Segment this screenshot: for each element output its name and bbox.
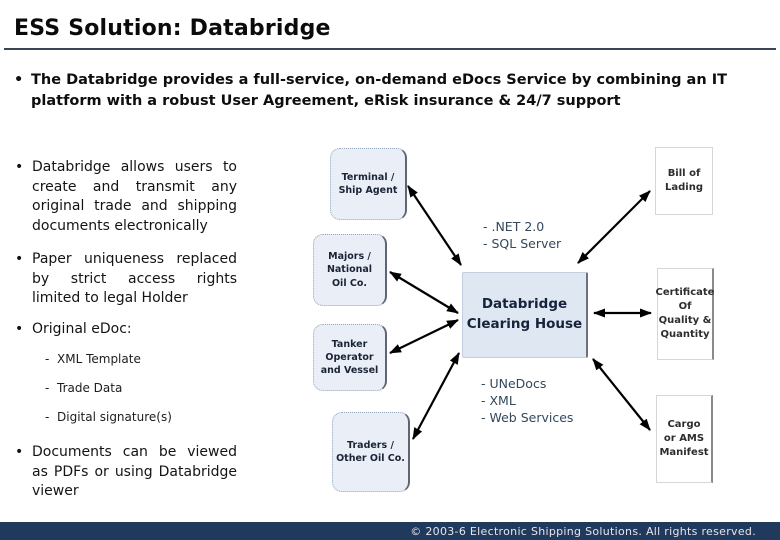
- node-terminal-ship-agent: Terminal / Ship Agent: [330, 148, 407, 220]
- arrow-hub-cargo-manifest: [592, 358, 651, 431]
- node-cargo-ams-manifest: Cargo or AMS Manifest: [656, 395, 713, 483]
- intro-bullet-text: The Databridge provides a full-service, …: [31, 72, 727, 109]
- title-rule: [4, 48, 776, 50]
- bullet-viewed-as-pdfs: • Documents can be viewed as PDFs or usi…: [15, 443, 237, 502]
- bullet-marker: •: [15, 444, 24, 460]
- arrow-majors-hub: [389, 271, 459, 314]
- bullet-marker: •: [15, 159, 24, 175]
- bullet-original-edoc: • Original eDoc:: [15, 320, 237, 340]
- bullet-text: Paper uniqueness replaced by strict acce…: [32, 251, 237, 306]
- bullet-marker: •: [15, 321, 24, 337]
- sub-bullet-text: XML Template: [57, 352, 141, 366]
- dash-marker: -: [45, 410, 50, 424]
- intro-bullet: • The Databridge provides a full-service…: [14, 70, 759, 112]
- sub-bullet-trade-data: - Trade Data: [45, 381, 122, 395]
- node-databridge-clearing-house: Databridge Clearing House: [462, 272, 588, 358]
- bullet-text: Databridge allows users to create and tr…: [32, 159, 237, 234]
- bullet-marker: •: [15, 251, 24, 267]
- dash-marker: -: [45, 352, 50, 366]
- copyright-text: © 2003-6 Electronic Shipping Solutions. …: [410, 524, 756, 538]
- node-traders-other-oil-co: Traders / Other Oil Co.: [332, 412, 410, 492]
- arrow-hub-bill-of-lading: [577, 190, 651, 264]
- node-certificate-quality-quantity: Certificate Of Quality & Quantity: [656, 268, 714, 360]
- arrow-hub-tanker: [389, 319, 459, 354]
- arrow-terminal-hub: [407, 185, 462, 266]
- bullet-text: Original eDoc:: [32, 321, 132, 337]
- bullet-paper-uniqueness: • Paper uniqueness replaced by strict ac…: [15, 250, 237, 309]
- bullet-text: Documents can be viewed as PDFs or using…: [32, 444, 237, 499]
- node-majors-national-oil-co: Majors / National Oil Co.: [313, 234, 387, 306]
- sub-bullet-digital-signature: - Digital signature(s): [45, 410, 172, 424]
- sub-bullet-text: Digital signature(s): [57, 410, 172, 424]
- note-unedocs-xml-webservices: - UNeDocs - XML - Web Services: [481, 376, 574, 425]
- note-dotnet-sql: - .NET 2.0 - SQL Server: [483, 219, 562, 251]
- dash-marker: -: [45, 381, 50, 395]
- sub-bullet-text: Trade Data: [57, 381, 123, 395]
- sub-bullet-xml-template: - XML Template: [45, 352, 141, 366]
- bullet-create-transmit: • Databridge allows users to create and …: [15, 158, 237, 236]
- arrow-hub-traders: [412, 352, 460, 440]
- footer-bar: © 2003-6 Electronic Shipping Solutions. …: [0, 522, 780, 540]
- node-tanker-operator-vessel: Tanker Operator and Vessel: [313, 324, 387, 391]
- node-bill-of-lading: Bill of Lading: [655, 147, 713, 215]
- slide-title: ESS Solution: Databridge: [14, 16, 331, 41]
- bullet-marker: •: [14, 72, 24, 88]
